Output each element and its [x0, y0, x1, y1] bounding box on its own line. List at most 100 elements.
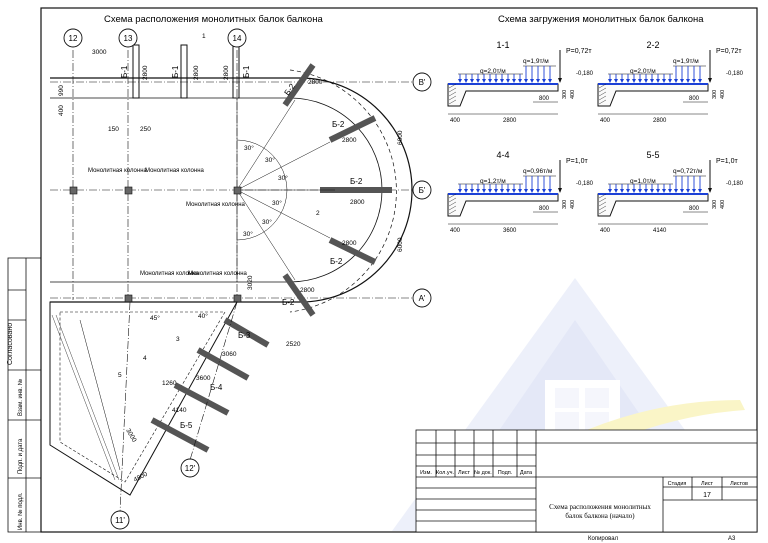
stamp-list: Лист [458, 470, 470, 476]
col-label-4: Монолитная колонна [140, 271, 200, 277]
sec-4-4-q1: q=1,2т/м [480, 178, 506, 185]
margin-podp: Подп. и дата [18, 438, 24, 474]
axis-14: 14 [233, 34, 242, 43]
margin-inv: Инв. № подл. [17, 492, 24, 530]
sec-4-4-arrow-head [464, 189, 468, 193]
dim-2800-b1b: 2800 [193, 65, 200, 80]
sec-2-2-arrow-head [644, 79, 648, 83]
stamp-kol: Кол.уч. [436, 470, 454, 476]
sec-1-1-point-head [558, 78, 562, 83]
beam-b2-e: Б-2 [282, 298, 295, 307]
sec-4-4-sup: 400 [450, 228, 461, 234]
margin-strip [7, 257, 42, 533]
margin-soglasovano: Согласовано [7, 323, 14, 365]
dim-6000-lower: 6000 [397, 237, 404, 252]
stamp-list2: Лист [701, 481, 713, 487]
dim-1260: 1260 [162, 380, 177, 387]
col-label-3: Монолитная колонна [186, 202, 246, 208]
stamp-format: А3 [728, 536, 736, 542]
sec-4-4-hatch [448, 193, 457, 199]
sec-1-1-hatch [448, 95, 457, 101]
sec-2-2-arrow-head [608, 79, 612, 83]
sec-1-1-arrow-head [512, 79, 516, 83]
plan-view [49, 44, 413, 513]
sec-4-4-lvl: -0,180 [576, 181, 594, 187]
sec-5-5-hatch [598, 193, 607, 199]
sec-5-5-arrow-head [620, 189, 624, 193]
beam-b1-c: Б-1 [242, 65, 251, 78]
sec-mark-3: 3 [176, 336, 180, 343]
sec-1-1-arrow-head [458, 79, 462, 83]
stamp-listov: Листов [730, 481, 748, 487]
sec-4-4-arrow-head [530, 189, 534, 193]
sec-2-2-arrow-head [680, 79, 684, 83]
sec-4-4-arrow-head [536, 189, 540, 193]
sec-5-5-q2: q=0,72т/м [673, 168, 703, 175]
sec-4-4-id: 4-4 [496, 150, 509, 160]
stamp-data: Дата [520, 470, 533, 476]
dim-400-left: 400 [58, 105, 65, 116]
title-block [415, 429, 758, 533]
angle-30-c: 30° [278, 174, 288, 182]
sec-5-5-arrow-head [614, 189, 618, 193]
sec-1-1-arrow-head [500, 79, 504, 83]
sec-5-5-tip: 800 [689, 206, 700, 212]
sec-4-4-arrow-head [476, 189, 480, 193]
stamp-podp: Подп. [498, 470, 513, 476]
sec-1-1-lvl: -0,180 [576, 71, 594, 77]
sec-5-5-arrow-head [698, 189, 702, 193]
sec-2-2-q2: q=1,9т/м [673, 58, 699, 65]
stamp-title: Схема расположения монолитных балок балк… [549, 503, 651, 520]
sec-5-5-arrow-head [626, 189, 630, 193]
sec-2-2-beam [597, 83, 709, 107]
axis-12: 12 [69, 34, 78, 43]
sec-5-5-beam [597, 193, 709, 217]
sec-2-2-point-head [708, 78, 712, 83]
plan-title: Схема расположения монолитных балок балк… [104, 14, 323, 25]
sec-2-2-lvl: -0,180 [726, 71, 744, 77]
sec-1-1-hatch [448, 87, 457, 93]
sec-2-2-arrow-head [626, 79, 630, 83]
sec-1-1-hatch [448, 83, 457, 89]
sec-2-2-hatch [598, 83, 607, 89]
sec-1-1-q2: q=1,9т/м [523, 58, 549, 65]
dim-3000-diag: 3000 [124, 428, 137, 444]
sec-5-5-arrow-head [692, 189, 696, 193]
beam-b2-b: Б-2 [332, 120, 345, 129]
sec-2-2-id: 2-2 [646, 40, 659, 50]
dim-250: 250 [140, 126, 151, 133]
axis-11p: 11' [115, 516, 125, 525]
sec-1-1-hatch [448, 91, 457, 97]
dim-2520: 2520 [286, 341, 301, 348]
sec-2-2-hatch [598, 95, 607, 101]
sec-2-2-arrow-head [650, 79, 654, 83]
beam-b2-c: Б-2 [350, 177, 363, 186]
sec-mark-2: 2 [316, 210, 320, 217]
sec-4-4-beam [447, 193, 559, 217]
sec-4-4-h1: 300 [562, 200, 568, 209]
sec-5-5-h2: 400 [720, 200, 726, 209]
dim-4140: 4140 [172, 407, 187, 414]
beam-b1-b: Б-1 [171, 65, 180, 78]
sec-5-5-lvl: -0,180 [726, 181, 744, 187]
sec-2-2-arrow-head [674, 79, 678, 83]
col-label-2: Монолитная колонна [145, 168, 205, 174]
sec-1-1-arrow-head [488, 79, 492, 83]
sec-5-5-hatch [598, 205, 607, 211]
col-label-5: Монолитная колонна [188, 271, 248, 277]
sec-1-1-span: 2800 [503, 118, 517, 124]
dim-2800-b1a: 2800 [142, 65, 149, 80]
sec-2-2-hatch [598, 91, 607, 97]
sec-2-2-hatch [598, 87, 607, 93]
sec-5-5-arrow-head [686, 189, 690, 193]
sec-4-4-arrow-head [542, 189, 546, 193]
sec-5-5-arrow-head [662, 189, 666, 193]
sec-1-1-arrow-head [464, 79, 468, 83]
sec-2-2-p: P=0,72т [716, 48, 742, 55]
sec-4-4-arrow-head [494, 189, 498, 193]
sec-1-1-q1: q=2,0т/м [480, 68, 506, 75]
angle-45: 45° [150, 314, 160, 322]
dim-2800-b2e: 2800 [300, 287, 315, 294]
sec-4-4-q2: q=0,96т/м [523, 168, 553, 175]
